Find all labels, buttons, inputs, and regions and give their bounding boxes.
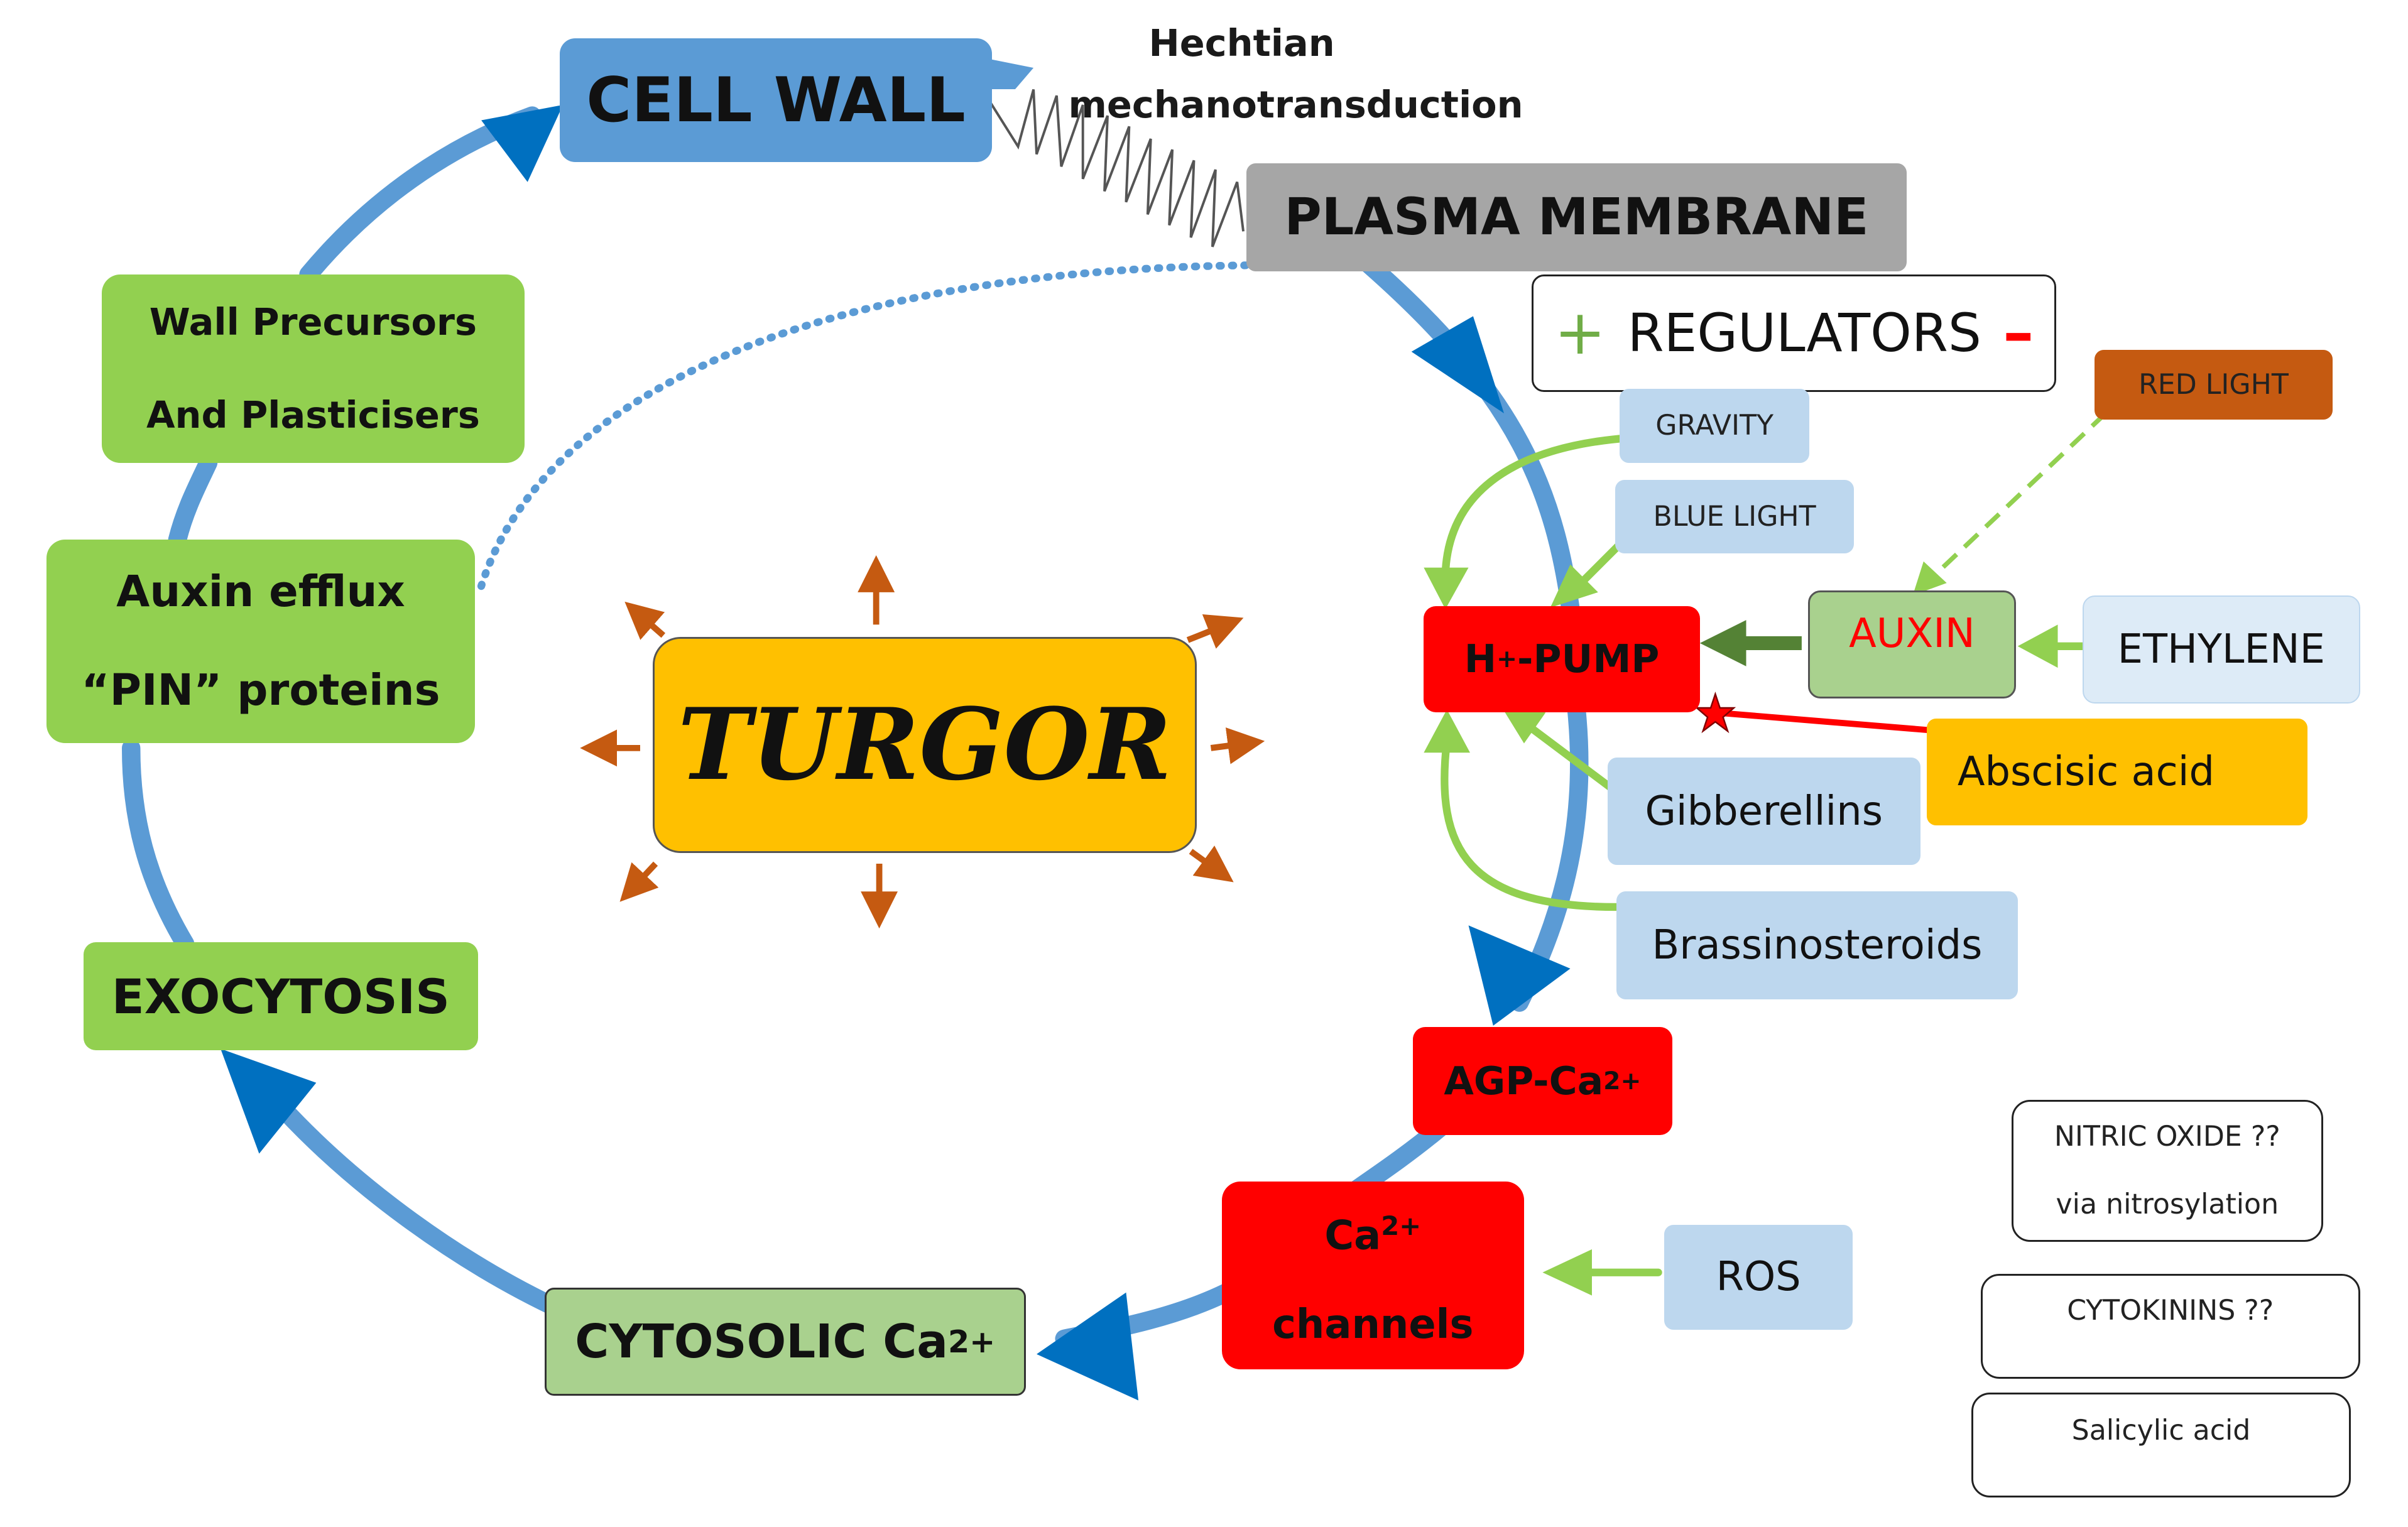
turgor-arrow-upleft bbox=[624, 601, 666, 640]
arrowhead-to-agp bbox=[1468, 925, 1571, 1026]
auxin-efflux-box: Auxin efflux “PIN” proteins bbox=[46, 540, 476, 744]
hechtian-label: Hechtian mechanotransduction bbox=[1064, 13, 1527, 136]
cytokinins-box: CYTOKININS ?? bbox=[1980, 1274, 2360, 1379]
ring-segment-exocytosis-to-auxin bbox=[121, 739, 195, 954]
arrowhead-to-exocytosis bbox=[221, 1048, 317, 1154]
arrowhead-to-cytosolic bbox=[1037, 1292, 1139, 1401]
agp-ca-sup: 2+ bbox=[1603, 1067, 1642, 1095]
cell-wall-box: CELL WALL bbox=[560, 38, 992, 162]
blue-light-arrowhead bbox=[1550, 564, 1598, 608]
exocytosis-label: EXOCYTOSIS bbox=[111, 968, 450, 1024]
hechtian-line1: Hechtian bbox=[1148, 21, 1335, 65]
cytokinins-label: CYTOKININS ?? bbox=[2067, 1294, 2274, 1327]
gravity-box: GRAVITY bbox=[1620, 388, 1810, 463]
wall-precursors-box: Wall Precursors And Plasticisers bbox=[102, 274, 525, 463]
gravity-label: GRAVITY bbox=[1655, 410, 1774, 442]
auxin-arrowhead bbox=[1699, 620, 1746, 666]
brassinosteroids-arrow-line bbox=[1441, 736, 1632, 911]
ca-channels-line2: channels bbox=[1272, 1301, 1474, 1349]
gibberellins-box: Gibberellins bbox=[1607, 757, 1920, 866]
gibberellins-label: Gibberellins bbox=[1645, 788, 1883, 835]
regulators-minus: – bbox=[2003, 297, 2034, 369]
red-light-box: RED LIGHT bbox=[2095, 350, 2333, 420]
turgor-box: TURGOR bbox=[652, 637, 1197, 853]
h-pump-post: -PUMP bbox=[1517, 637, 1660, 682]
ca-channels-line1: Ca bbox=[1324, 1212, 1381, 1259]
wall-precursors-line2: And Plasticisers bbox=[146, 393, 480, 437]
ethylene-label: ETHYLENE bbox=[2117, 626, 2325, 673]
auxin-box: AUXIN bbox=[1807, 590, 2017, 699]
blue-light-box: BLUE LIGHT bbox=[1615, 479, 1855, 554]
turgor-arrow-downright bbox=[1189, 845, 1234, 883]
cytosolic-ca-sup: 2+ bbox=[948, 1323, 996, 1361]
auxin-efflux-line2: “PIN” proteins bbox=[81, 665, 440, 716]
abscisic-acid-label: Abscisic acid bbox=[1957, 748, 2215, 795]
brassinosteroids-label: Brassinosteroids bbox=[1652, 922, 1983, 969]
ros-box: ROS bbox=[1664, 1224, 1853, 1330]
h-pump-sup: + bbox=[1496, 645, 1518, 674]
salicylic-acid-box: Salicylic acid bbox=[1971, 1393, 2351, 1498]
gravity-arrow-line bbox=[1441, 434, 1632, 590]
brassinosteroids-arrowhead bbox=[1424, 709, 1470, 753]
red-light-label: RED LIGHT bbox=[2138, 369, 2289, 401]
plasma-membrane-label: PLASMA MEMBRANE bbox=[1284, 188, 1869, 247]
auxin-efflux-line1: Auxin efflux bbox=[116, 567, 405, 617]
red-light-arrowhead bbox=[1912, 561, 1947, 595]
ros-label: ROS bbox=[1716, 1254, 1801, 1301]
ethylene-arrowhead bbox=[2017, 624, 2058, 668]
cytosolic-ca-label: CYTOSOLIC Ca bbox=[575, 1315, 948, 1369]
nitric-oxide-line1: NITRIC OXIDE ?? bbox=[2054, 1120, 2280, 1153]
blue-light-label: BLUE LIGHT bbox=[1653, 501, 1816, 533]
gravity-arrowhead bbox=[1424, 567, 1469, 609]
inhibition-star bbox=[1694, 692, 1736, 734]
turgor-label: TURGOR bbox=[677, 687, 1172, 803]
ring-segment-auxin-to-precursors bbox=[168, 453, 218, 550]
ring-segment-cytosolic-to-exocytosis bbox=[268, 1093, 572, 1320]
wall-precursors-line1: Wall Precursors bbox=[149, 300, 477, 344]
dotted-link-auxin-to-membrane bbox=[477, 261, 1254, 590]
salicylic-acid-label: Salicylic acid bbox=[2071, 1415, 2251, 1447]
abscisic-acid-box: Abscisic acid bbox=[1926, 719, 2308, 825]
gibberellins-arrowhead bbox=[1499, 703, 1546, 744]
ethylene-box: ETHYLENE bbox=[2082, 595, 2360, 704]
auxin-label: AUXIN bbox=[1849, 611, 1975, 658]
ring-segment-membrane-to-hpump bbox=[1348, 245, 1583, 642]
gibberellins-arrow-line bbox=[1523, 720, 1624, 798]
ca-channels-box: Ca2+ channels bbox=[1221, 1181, 1524, 1370]
arrowhead-to-cellwall bbox=[481, 104, 564, 182]
cell-wall-label: CELL WALL bbox=[586, 64, 966, 136]
red-light-arrow-line bbox=[1929, 411, 2108, 580]
ca-channels-sup: 2+ bbox=[1381, 1210, 1422, 1241]
hechtian-spring bbox=[983, 89, 1245, 247]
regulators-box: + REGULATORS – bbox=[1532, 274, 2057, 392]
nitric-oxide-box: NITRIC OXIDE ?? via nitrosylation bbox=[2011, 1099, 2323, 1242]
hechtian-line2: mechanotransduction bbox=[1068, 82, 1523, 126]
turgor-arrow-upright bbox=[1186, 614, 1244, 649]
cycle-ring bbox=[121, 106, 1589, 1349]
regulators-plus: + bbox=[1554, 297, 1606, 369]
cycle-arrowheads bbox=[221, 104, 1571, 1401]
agp-ca-label: AGP-Ca bbox=[1444, 1058, 1604, 1104]
brassinosteroids-box: Brassinosteroids bbox=[1616, 891, 2018, 1000]
ros-arrowhead bbox=[1542, 1249, 1592, 1296]
arrowhead-to-hpump bbox=[1411, 316, 1505, 414]
plasma-membrane-box: PLASMA MEMBRANE bbox=[1246, 163, 1907, 272]
regulator-arrowheads bbox=[1424, 564, 2058, 1296]
turgor-arrow-right bbox=[1210, 727, 1265, 764]
nitric-oxide-line2: via nitrosylation bbox=[2056, 1188, 2279, 1220]
h-pump-box: H+-PUMP bbox=[1424, 606, 1700, 713]
turgor-arrows bbox=[580, 555, 1265, 929]
abscisic-inhibition-line bbox=[1714, 709, 1941, 734]
regulators-title: REGULATORS bbox=[1627, 302, 1981, 364]
exocytosis-box: EXOCYTOSIS bbox=[83, 942, 479, 1051]
turgor-arrow-downleft bbox=[619, 861, 659, 902]
h-pump-pre: H bbox=[1464, 637, 1497, 682]
